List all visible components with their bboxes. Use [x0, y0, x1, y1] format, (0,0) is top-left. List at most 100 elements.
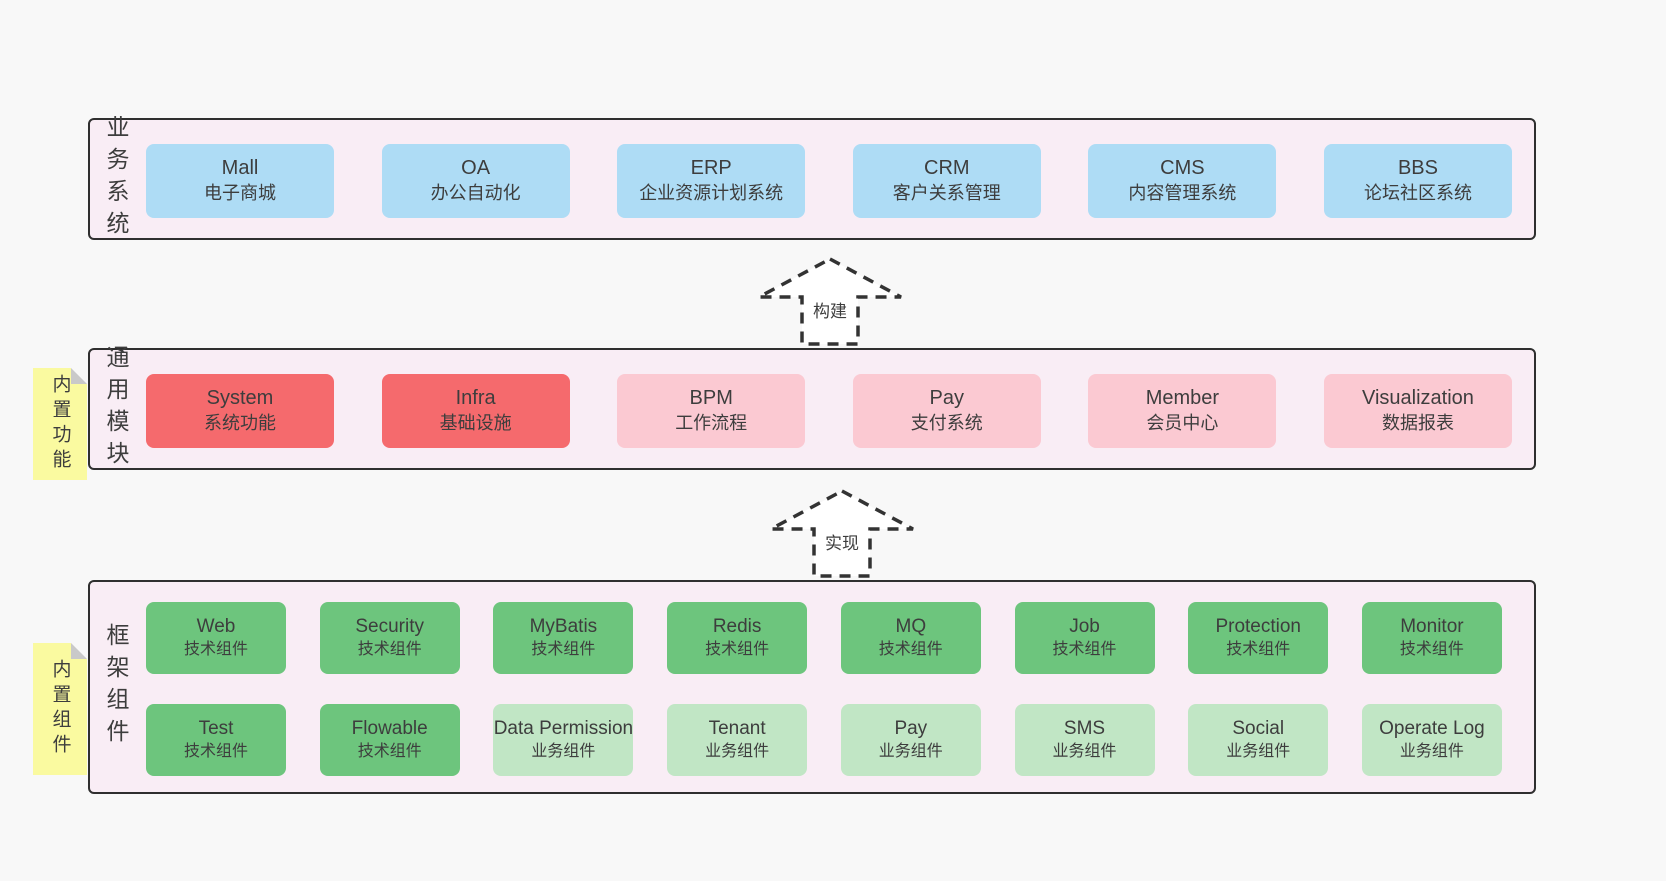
module-box-member: Member 会员中心 [1088, 374, 1277, 448]
box-subtitle: 技术组件 [531, 641, 596, 658]
box-title: Test [198, 718, 234, 739]
box-subtitle: 技术组件 [357, 743, 422, 760]
system-box-cms: CMS 内容管理系统 [1088, 144, 1277, 218]
system-box-oa: OA 办公自动化 [381, 144, 570, 218]
box-title: Social [1232, 718, 1285, 739]
implement-arrow-label: 实现 [822, 528, 862, 555]
component-box-pay: Pay 业务组件 [840, 704, 981, 776]
component-box-redis: Redis 技术组件 [667, 602, 808, 674]
module-box-bpm: BPM 工作流程 [617, 374, 806, 448]
box-subtitle: 技术组件 [705, 641, 770, 658]
box-title: Flowable [351, 718, 428, 739]
component-box-social: Social 业务组件 [1188, 704, 1329, 776]
builtin-components-sticky-label: 内置组件 [49, 659, 71, 759]
box-title: Operate Log [1379, 718, 1485, 739]
box-title: Security [355, 616, 425, 637]
box-title: Job [1069, 616, 1100, 637]
box-title: System [206, 387, 274, 409]
component-box-job: Job 技术组件 [1014, 602, 1155, 674]
box-subtitle: 客户关系管理 [892, 183, 1001, 203]
component-box-protection: Protection 技术组件 [1188, 602, 1329, 674]
box-title: OA [461, 157, 491, 179]
box-title: Pay [894, 718, 928, 739]
box-subtitle: 业务组件 [1052, 743, 1117, 760]
component-box-sms: SMS 业务组件 [1014, 704, 1155, 776]
box-title: CRM [924, 157, 970, 179]
box-subtitle: 技术组件 [1399, 641, 1464, 658]
component-box-mq: MQ 技术组件 [840, 602, 981, 674]
business-systems-row: Mall 电子商城 OA 办公自动化 ERP 企业资源计划系统 CRM 客户关系… [146, 144, 1512, 218]
box-subtitle: 业务组件 [1226, 743, 1291, 760]
box-subtitle: 业务组件 [531, 743, 596, 760]
system-box-mall: Mall 电子商城 [146, 144, 334, 218]
box-title: Pay [929, 387, 965, 409]
box-title: MQ [895, 616, 927, 637]
box-subtitle: 办公自动化 [430, 183, 521, 203]
box-title: BPM [689, 387, 733, 409]
component-box-mybatis: MyBatis 技术组件 [493, 602, 634, 674]
box-subtitle: 论坛社区系统 [1363, 183, 1472, 203]
box-subtitle: 技术组件 [183, 743, 248, 760]
component-box-operate-log: Operate Log 业务组件 [1361, 704, 1502, 776]
box-subtitle: 企业资源计划系统 [639, 183, 784, 203]
box-title: Redis [712, 616, 762, 637]
component-box-web: Web 技术组件 [146, 602, 286, 674]
box-subtitle: 业务组件 [705, 743, 770, 760]
box-subtitle: 技术组件 [1226, 641, 1291, 658]
box-subtitle: 系统功能 [204, 413, 276, 433]
box-subtitle: 业务组件 [878, 743, 943, 760]
system-box-crm: CRM 客户关系管理 [852, 144, 1041, 218]
box-title: Web [196, 616, 236, 637]
box-subtitle: 业务组件 [1399, 743, 1464, 760]
module-box-visualization: Visualization 数据报表 [1323, 374, 1512, 448]
system-box-erp: ERP 企业资源计划系统 [617, 144, 806, 218]
common-modules-label: 通用模块 [103, 345, 129, 473]
box-title: Monitor [1400, 616, 1464, 637]
box-subtitle: 支付系统 [910, 413, 983, 433]
box-title: Visualization [1362, 387, 1474, 409]
business-systems-label: 业务系统 [103, 115, 129, 243]
box-title: MyBatis [529, 616, 598, 637]
box-subtitle: 技术组件 [1052, 641, 1117, 658]
box-title: Tenant [708, 718, 766, 739]
framework-components-row-1: Web 技术组件 Security 技术组件 MyBatis 技术组件 Redi… [146, 602, 1502, 674]
build-arrow-label: 构建 [810, 296, 850, 323]
component-box-flowable: Flowable 技术组件 [319, 704, 460, 776]
box-subtitle: 内容管理系统 [1128, 183, 1237, 203]
module-box-infra: Infra 基础设施 [381, 374, 570, 448]
box-title: Member [1145, 387, 1220, 409]
component-box-security: Security 技术组件 [319, 602, 460, 674]
box-title: Data Permission [493, 718, 634, 739]
box-title: BBS [1397, 157, 1438, 179]
common-modules-row: System 系统功能 Infra 基础设施 BPM 工作流程 Pay 支付系统… [146, 374, 1512, 448]
box-subtitle: 会员中心 [1146, 413, 1219, 433]
business-systems-container: 业务系统 Mall 电子商城 OA 办公自动化 ERP 企业资源计划系统 CRM… [88, 115, 1536, 243]
framework-components-label: 框架组件 [103, 623, 129, 751]
common-modules-container: 通用模块 System 系统功能 Infra 基础设施 BPM 工作流程 Pay… [88, 345, 1536, 473]
builtin-features-sticky: 内置功能 [33, 368, 87, 480]
box-title: ERP [690, 157, 732, 179]
component-box-tenant: Tenant 业务组件 [667, 704, 808, 776]
component-box-monitor: Monitor 技术组件 [1361, 602, 1502, 674]
box-subtitle: 技术组件 [357, 641, 422, 658]
box-subtitle: 电子商城 [204, 183, 276, 203]
module-box-pay: Pay 支付系统 [852, 374, 1041, 448]
box-title: SMS [1063, 718, 1106, 739]
box-subtitle: 工作流程 [675, 413, 748, 433]
box-title: Mall [221, 157, 259, 179]
box-subtitle: 技术组件 [878, 641, 943, 658]
implement-arrow: 实现 [767, 488, 917, 580]
system-box-bbs: BBS 论坛社区系统 [1323, 144, 1512, 218]
component-box-test: Test 技术组件 [146, 704, 286, 776]
box-subtitle: 基础设施 [439, 413, 512, 433]
builtin-features-sticky-label: 内置功能 [49, 374, 71, 474]
box-title: Protection [1215, 616, 1301, 637]
framework-components-row-2: Test 技术组件 Flowable 技术组件 Data Permission … [146, 704, 1502, 776]
module-box-system: System 系统功能 [146, 374, 334, 448]
component-box-data-permission: Data Permission 业务组件 [493, 704, 634, 776]
box-subtitle: 技术组件 [183, 641, 248, 658]
framework-components-container: 框架组件 Web 技术组件 Security 技术组件 MyBatis 技术组件… [88, 580, 1536, 794]
box-title: Infra [455, 387, 496, 409]
box-subtitle: 数据报表 [1381, 413, 1454, 433]
